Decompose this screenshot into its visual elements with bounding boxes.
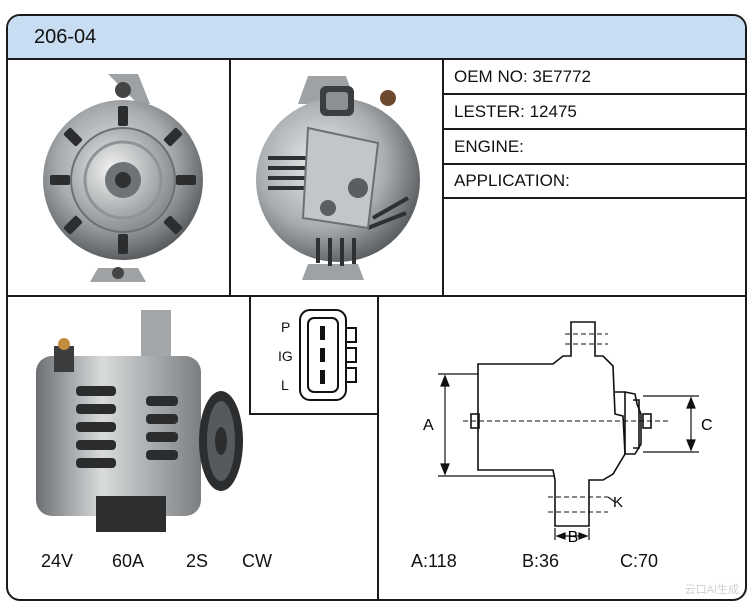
middle-divider	[8, 295, 745, 297]
alternator-rear-photo	[256, 76, 420, 280]
connector-pin-label-l: L	[281, 377, 289, 393]
connector-box	[249, 296, 379, 415]
divider-3	[377, 296, 379, 599]
dim-label-c: C	[701, 417, 713, 434]
dim-label-k: K	[613, 494, 623, 511]
spec-oem: OEM NO: 3E7772	[454, 67, 592, 86]
part-number-title: 206-04	[34, 26, 97, 48]
spec-engine: ENGINE:	[454, 137, 524, 156]
dimension-diagram: A C B K	[423, 321, 713, 544]
dim-value-c: C:70	[620, 551, 659, 571]
rating-pulley: 2S	[186, 551, 209, 571]
dim-label-b: B	[568, 529, 579, 544]
alternator-side-photo	[36, 310, 243, 532]
divider-1	[229, 58, 231, 296]
title-bar: 206-04	[8, 16, 745, 60]
spec-lester: LESTER: 12475	[454, 102, 577, 121]
dim-value-b: B:36	[522, 551, 560, 571]
spec-sheet: 206-04 OEM NO: 3E7772 LESTER: 12475 ENGI…	[6, 14, 747, 601]
rating-amperage: 60A	[112, 551, 145, 571]
dim-label-a: A	[423, 417, 434, 434]
rating-rotation: CW	[242, 551, 272, 571]
dim-value-a: A:118	[411, 551, 457, 571]
alternator-front-photo	[43, 74, 203, 282]
connector-diagram	[299, 309, 357, 401]
connector-pin-label-ig: IG	[278, 348, 293, 364]
divider-2	[442, 58, 444, 296]
connector-pin-label-p: P	[281, 319, 291, 335]
spec-application: APPLICATION:	[454, 171, 570, 190]
rating-voltage: 24V	[41, 551, 74, 571]
watermark: 云口AI生成	[684, 584, 739, 596]
